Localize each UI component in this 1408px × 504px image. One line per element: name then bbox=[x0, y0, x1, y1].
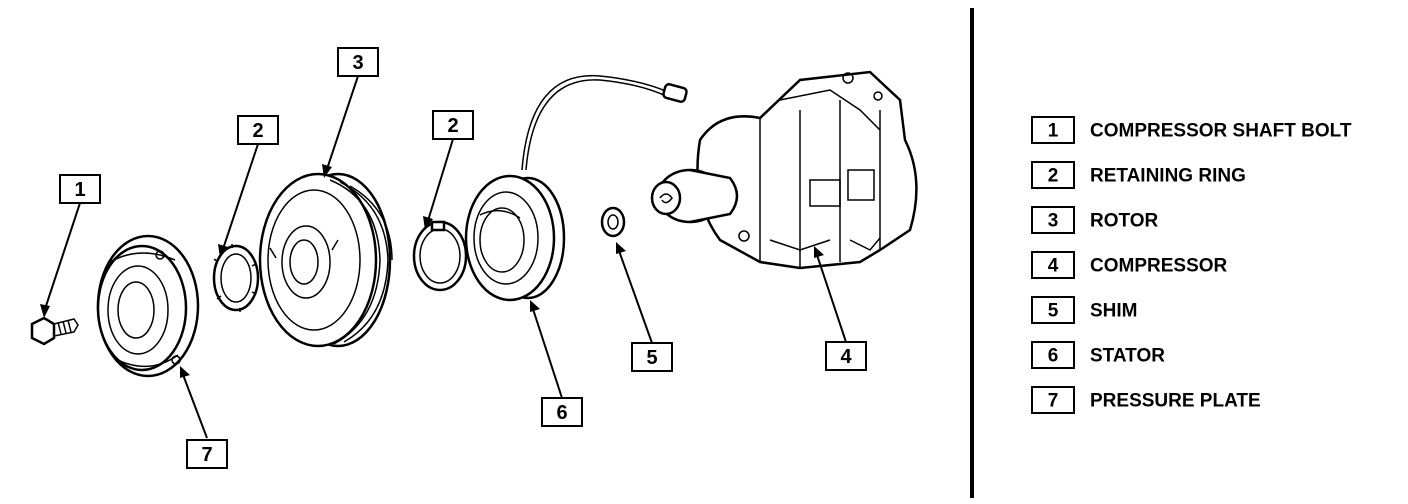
legend-item: 2 RETAINING RING bbox=[1031, 161, 1246, 189]
svg-text:1: 1 bbox=[74, 179, 85, 201]
legend-item: 4 COMPRESSOR bbox=[1031, 251, 1228, 279]
legend-item: 7 PRESSURE PLATE bbox=[1031, 386, 1261, 414]
part-stator bbox=[464, 74, 688, 302]
part-pressure-plate bbox=[96, 234, 200, 378]
svg-text:6: 6 bbox=[1048, 346, 1059, 367]
leader-lines bbox=[40, 75, 847, 439]
svg-text:4: 4 bbox=[840, 346, 852, 368]
callout-4: 4 bbox=[825, 341, 867, 371]
svg-text:3: 3 bbox=[1048, 211, 1059, 232]
legend-item: 5 SHIM bbox=[1031, 296, 1138, 324]
svg-text:1: 1 bbox=[1048, 121, 1059, 142]
legend-item: 3 ROTOR bbox=[1031, 206, 1159, 234]
svg-text:2: 2 bbox=[252, 120, 263, 142]
svg-text:5: 5 bbox=[1048, 301, 1059, 322]
callout-5: 5 bbox=[631, 342, 673, 372]
svg-text:RETAINING RING: RETAINING RING bbox=[1090, 166, 1246, 187]
part-compressor bbox=[650, 70, 918, 270]
svg-text:COMPRESSOR SHAFT BOLT: COMPRESSOR SHAFT BOLT bbox=[1090, 121, 1352, 142]
svg-text:5: 5 bbox=[646, 347, 657, 369]
svg-text:ROTOR: ROTOR bbox=[1090, 211, 1159, 232]
svg-text:2: 2 bbox=[447, 115, 458, 137]
svg-text:7: 7 bbox=[1048, 391, 1059, 412]
svg-text:COMPRESSOR: COMPRESSOR bbox=[1090, 256, 1228, 277]
callout-1: 1 bbox=[59, 174, 101, 204]
svg-text:4: 4 bbox=[1048, 256, 1059, 277]
part-rotor bbox=[258, 172, 393, 348]
part-compressor-shaft-bolt bbox=[30, 316, 79, 346]
legend: 1 COMPRESSOR SHAFT BOLT 2 RETAINING RING… bbox=[1031, 116, 1352, 414]
part-shim bbox=[600, 206, 626, 238]
svg-text:6: 6 bbox=[556, 402, 567, 424]
svg-text:STATOR: STATOR bbox=[1090, 346, 1165, 367]
svg-text:SHIM: SHIM bbox=[1090, 301, 1138, 322]
part-retaining-ring-right bbox=[412, 220, 468, 292]
callout-2-left: 2 bbox=[237, 115, 279, 145]
callout-2-right: 2 bbox=[432, 110, 474, 140]
svg-text:PRESSURE PLATE: PRESSURE PLATE bbox=[1090, 391, 1261, 412]
callout-3: 3 bbox=[337, 47, 379, 77]
legend-item: 1 COMPRESSOR SHAFT BOLT bbox=[1031, 116, 1352, 144]
svg-text:3: 3 bbox=[352, 52, 363, 74]
legend-item: 6 STATOR bbox=[1031, 341, 1165, 369]
svg-text:2: 2 bbox=[1048, 166, 1059, 187]
svg-text:7: 7 bbox=[201, 444, 212, 466]
callout-6: 6 bbox=[541, 397, 583, 427]
part-retaining-ring-left bbox=[212, 244, 260, 312]
callout-7: 7 bbox=[186, 439, 228, 469]
